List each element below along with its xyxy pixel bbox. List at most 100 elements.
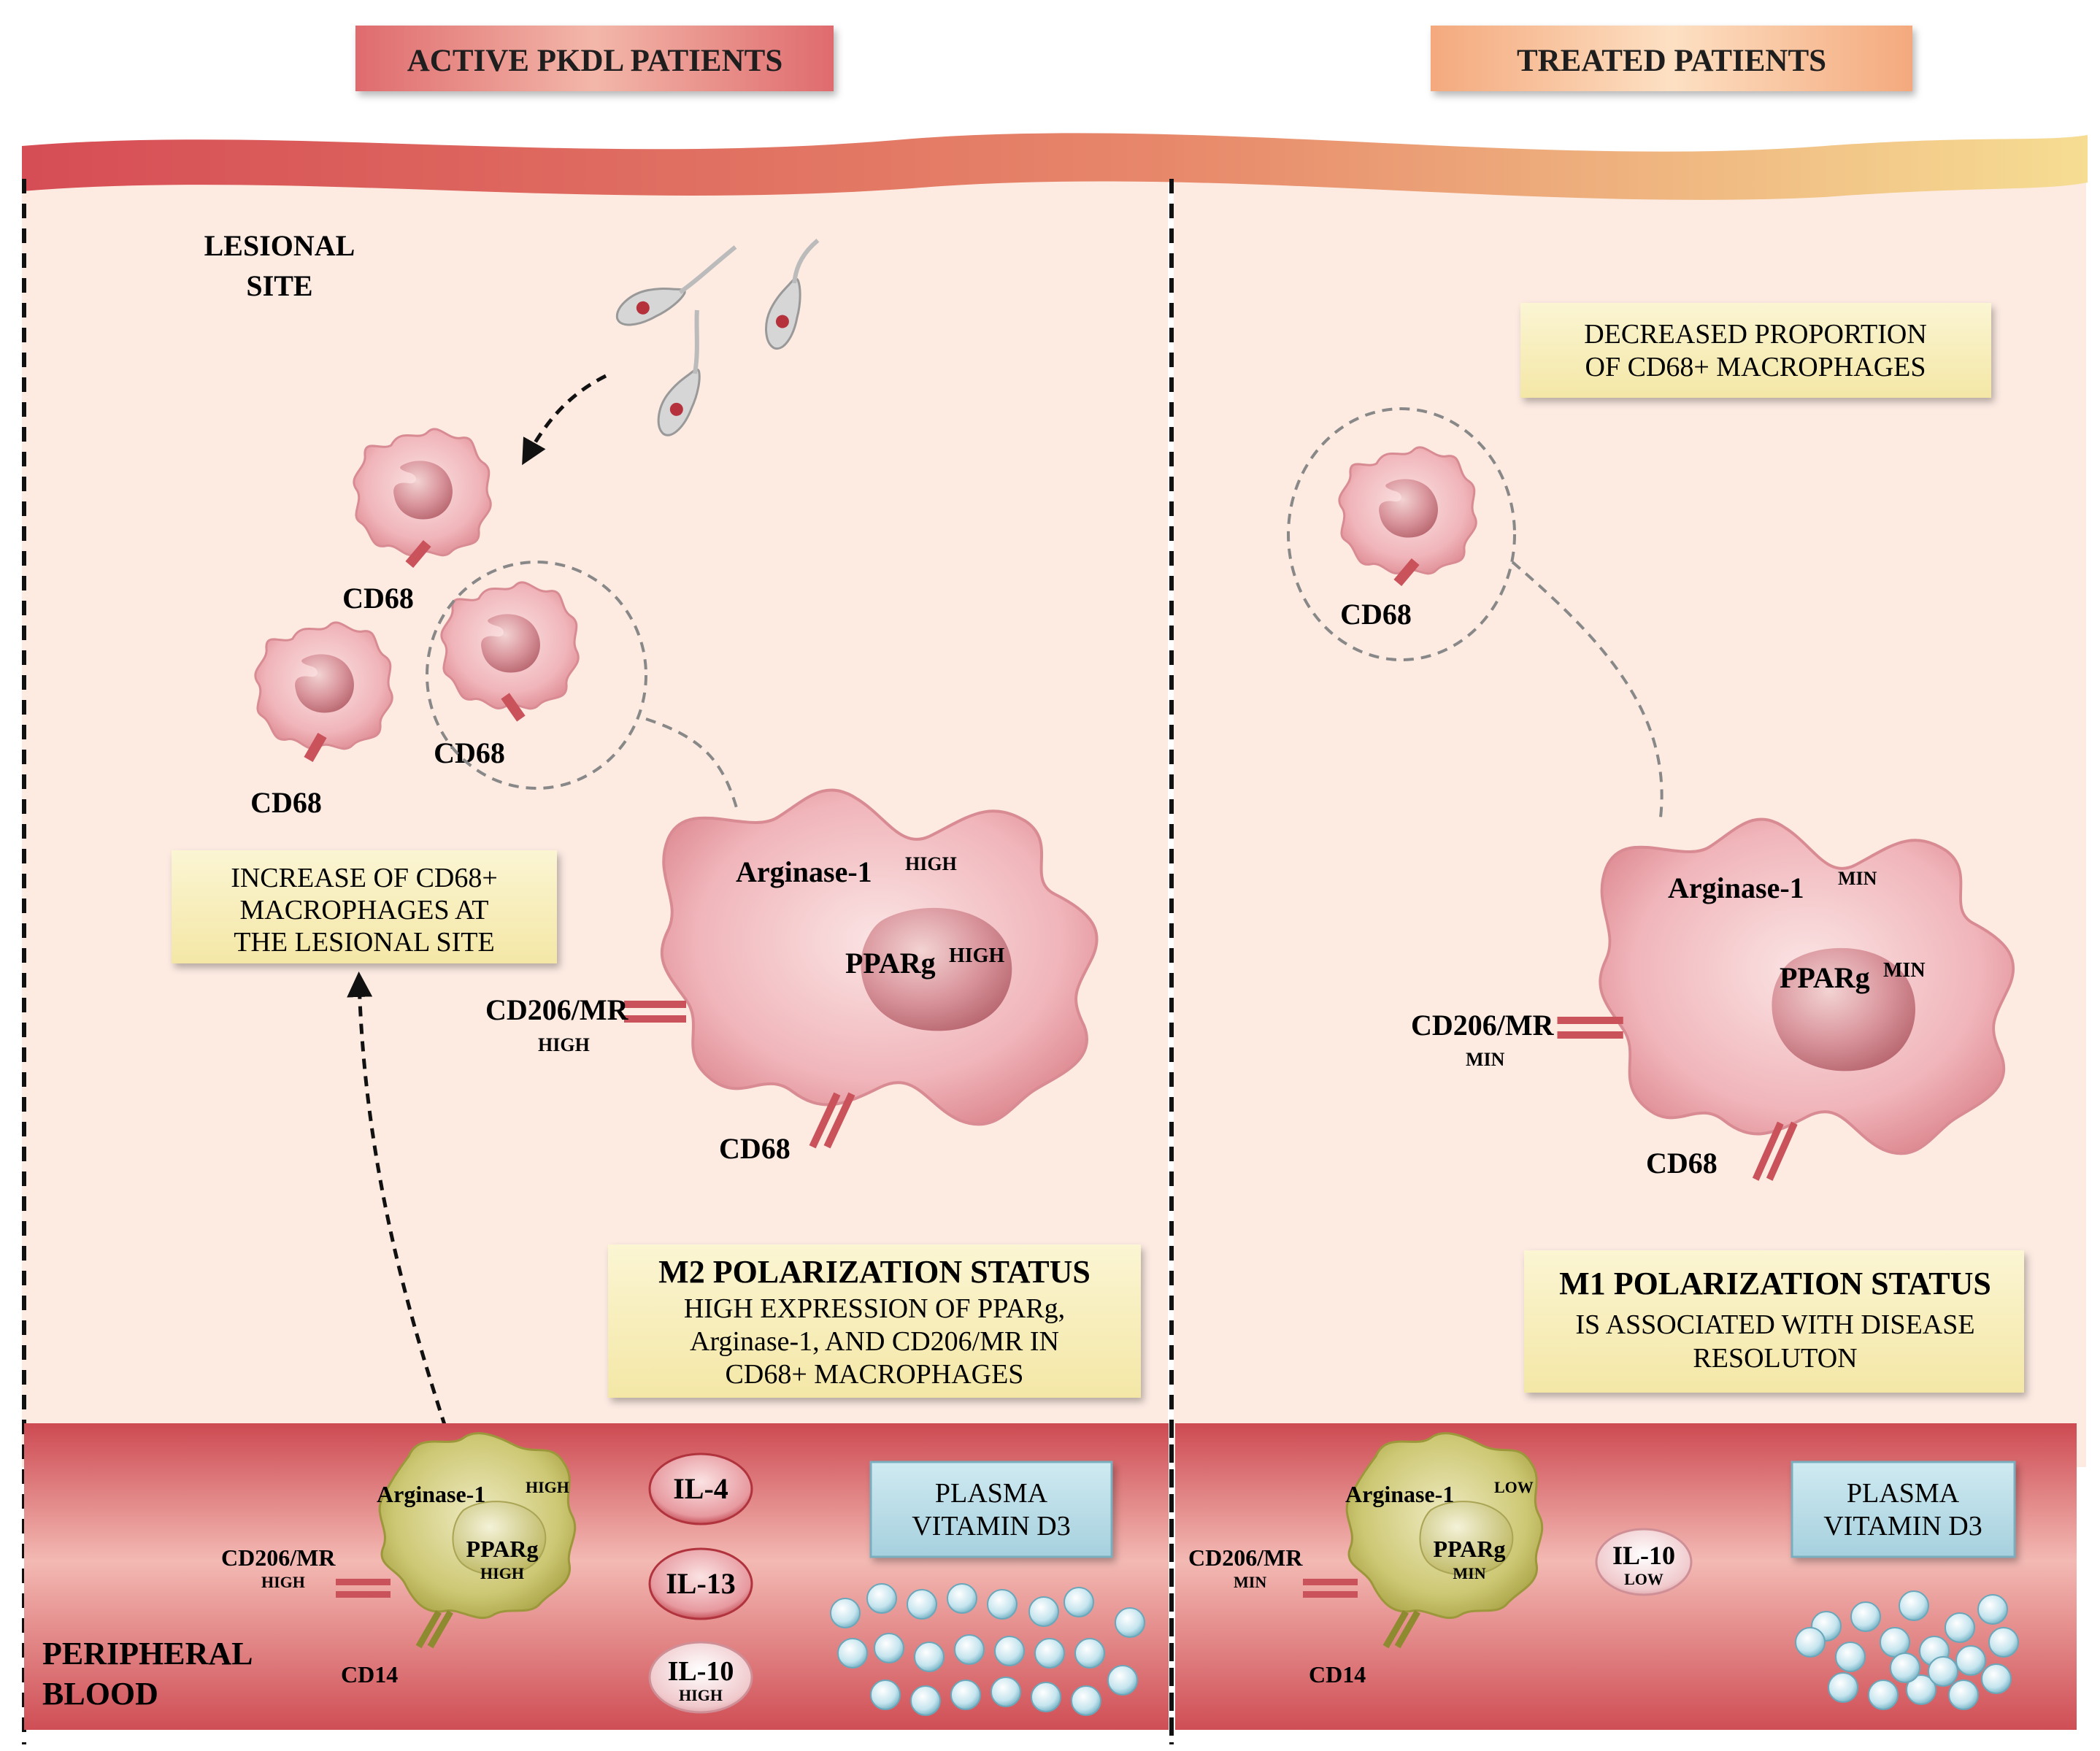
vitamin-d3-particle bbox=[1890, 1652, 1920, 1683]
m2-polarization-box: M2 POLARIZATION STATUS HIGH EXPRESSION O… bbox=[608, 1244, 1141, 1398]
decreased-note-box: DECREASED PROPORTION OF CD68+ MACROPHAGE… bbox=[1520, 303, 1991, 398]
vitamin-d3-particle bbox=[1828, 1672, 1858, 1703]
plasma-vitamin-box-left: PLASMA VITAMIN D3 bbox=[869, 1461, 1113, 1558]
vitamin-d3-particle bbox=[1899, 1590, 1929, 1621]
increase-note-line3: THE LESIONAL SITE bbox=[234, 927, 494, 958]
leishmania-parasites bbox=[609, 238, 820, 442]
header-active-pkdl-label: ACTIVE PKDL PATIENTS bbox=[407, 44, 783, 78]
blood-cd206-level-right: MIN bbox=[1234, 1573, 1266, 1591]
macrophage-small-right bbox=[1338, 446, 1477, 587]
blood-cd14-right: CD14 bbox=[1309, 1661, 1366, 1687]
m1-polarization-box: M1 POLARIZATION STATUS IS ASSOCIATED WIT… bbox=[1524, 1250, 2024, 1393]
vitamin-d3-particle bbox=[866, 1583, 897, 1614]
cd206-label-right: CD206/MR bbox=[1411, 1009, 1555, 1042]
vitamin-d3-particle bbox=[991, 1677, 1021, 1707]
header-active-pkdl: ACTIVE PKDL PATIENTS bbox=[355, 26, 834, 91]
vitamin-d3-particle bbox=[1977, 1594, 2008, 1625]
skin-surface-band bbox=[22, 133, 2088, 200]
parasite-1 bbox=[609, 245, 737, 334]
cytokine-il4: IL-4 bbox=[648, 1452, 753, 1525]
cd68-label-1: CD68 bbox=[342, 582, 414, 615]
blood-arginase-level-left: HIGH bbox=[526, 1478, 569, 1496]
macrophage-small-1 bbox=[353, 428, 492, 569]
plasma-vitamin-box-right: PLASMA VITAMIN D3 bbox=[1791, 1461, 2016, 1558]
m2-box-line1: HIGH EXPRESSION OF PPARg, bbox=[684, 1293, 1065, 1324]
m2-box-line3: CD68+ MACROPHAGES bbox=[726, 1359, 1024, 1390]
pparg-level-left: HIGH bbox=[949, 944, 1004, 967]
vitamin-d3-particle bbox=[1115, 1607, 1145, 1638]
cytokine-il10-right-label: IL-10 bbox=[1612, 1541, 1675, 1570]
vitamin-d3-particle bbox=[874, 1633, 904, 1663]
parasite-3 bbox=[650, 309, 709, 442]
decreased-note-line1: DECREASED PROPORTION bbox=[1584, 319, 1927, 350]
vitamin-d3-particle bbox=[910, 1685, 941, 1716]
arginase-label-left: Arginase-1 bbox=[736, 855, 872, 888]
vitamin-d3-particle bbox=[1071, 1685, 1101, 1716]
blood-cd14-left: CD14 bbox=[341, 1661, 398, 1687]
vitamin-d3-particles-right bbox=[1795, 1590, 2019, 1710]
cytokine-il10-right-level: LOW bbox=[1624, 1570, 1664, 1588]
highlight-circle-right bbox=[1287, 407, 1516, 661]
vitamin-d3-particle bbox=[870, 1679, 901, 1710]
vitamin-d3-particle bbox=[1064, 1587, 1094, 1617]
cytokine-il10-left: IL-10 HIGH bbox=[648, 1641, 753, 1714]
lesional-site-label-line2: SITE bbox=[246, 269, 312, 302]
vitamin-d3-particle bbox=[987, 1589, 1018, 1620]
infection-arrow bbox=[522, 374, 607, 466]
cd68-label-large-right: CD68 bbox=[1646, 1147, 1718, 1179]
blood-pparg-level-right: MIN bbox=[1453, 1564, 1485, 1582]
plasma-vitamin-right-line2: VITAMIN D3 bbox=[1823, 1511, 1982, 1542]
vitamin-d3-particle bbox=[1835, 1642, 1866, 1672]
monocyte-left bbox=[336, 1432, 577, 1649]
vitamin-d3-particle bbox=[1928, 1656, 1958, 1687]
blood-pparg-left: PPARg bbox=[466, 1536, 539, 1562]
m2-box-title: M2 POLARIZATION STATUS bbox=[658, 1254, 1091, 1290]
vitamin-d3-particle bbox=[914, 1642, 945, 1672]
m2-box-line2: Arginase-1, AND CD206/MR IN bbox=[690, 1326, 1059, 1357]
vitamin-d3-particle bbox=[1948, 1679, 1979, 1710]
blood-arginase-level-right: LOW bbox=[1494, 1478, 1534, 1496]
pparg-label-right: PPARg bbox=[1780, 961, 1870, 994]
m1-box-line1: IS ASSOCIATED WITH DISEASE bbox=[1575, 1309, 1974, 1340]
vitamin-d3-particle bbox=[1955, 1645, 1986, 1676]
vitamin-d3-particle bbox=[1034, 1638, 1065, 1669]
blood-arginase-right: Arginase-1 bbox=[1345, 1481, 1454, 1507]
blood-pparg-level-left: HIGH bbox=[480, 1564, 524, 1582]
increase-note-line1: INCREASE OF CD68+ bbox=[231, 863, 498, 893]
header-treated-label: TREATED PATIENTS bbox=[1517, 44, 1826, 78]
cd68-label-large-left: CD68 bbox=[719, 1132, 791, 1165]
vitamin-d3-particle bbox=[954, 1634, 985, 1665]
increase-note-box: INCREASE OF CD68+ MACROPHAGES AT THE LES… bbox=[172, 850, 557, 963]
cd206-level-right: MIN bbox=[1466, 1049, 1505, 1070]
vitamin-d3-particles-left bbox=[830, 1583, 1145, 1716]
increase-note-line2: MACROPHAGES AT bbox=[239, 895, 488, 925]
cd206-level-left: HIGH bbox=[538, 1034, 590, 1055]
blood-cd206-level-left: HIGH bbox=[261, 1573, 305, 1591]
vitamin-d3-particle bbox=[1107, 1665, 1138, 1696]
plasma-vitamin-left-line1: PLASMA bbox=[935, 1478, 1048, 1509]
cytokine-il13: IL-13 bbox=[648, 1547, 753, 1620]
vitamin-d3-particle bbox=[947, 1583, 977, 1614]
vitamin-d3-particle bbox=[1850, 1601, 1881, 1632]
vitamin-d3-particle bbox=[837, 1638, 868, 1669]
cytokine-il4-label: IL-4 bbox=[673, 1472, 728, 1505]
vitamin-d3-particle bbox=[1906, 1674, 1936, 1705]
macrophage-small-2 bbox=[254, 621, 393, 762]
pparg-label-left: PPARg bbox=[845, 947, 936, 980]
parasite-2 bbox=[759, 238, 820, 353]
arginase-level-right: MIN bbox=[1838, 868, 1877, 889]
lesional-site-label-line1: LESIONAL bbox=[204, 229, 355, 262]
cd68-label-2: CD68 bbox=[250, 786, 322, 819]
vitamin-d3-particle bbox=[1795, 1627, 1826, 1658]
vitamin-d3-particle bbox=[1028, 1596, 1059, 1627]
highlight-circle-left bbox=[426, 561, 647, 790]
cd206-label-left: CD206/MR bbox=[485, 993, 629, 1026]
vitamin-d3-particle bbox=[1868, 1679, 1899, 1710]
m1-box-title: M1 POLARIZATION STATUS bbox=[1559, 1266, 1991, 1301]
vitamin-d3-particle bbox=[994, 1636, 1025, 1666]
decreased-note-line2: OF CD68+ MACROPHAGES bbox=[1585, 352, 1926, 382]
cytokine-il13-label: IL-13 bbox=[666, 1567, 736, 1600]
vitamin-d3-particle bbox=[1945, 1612, 1975, 1643]
vitamin-d3-particle bbox=[1988, 1627, 2019, 1658]
